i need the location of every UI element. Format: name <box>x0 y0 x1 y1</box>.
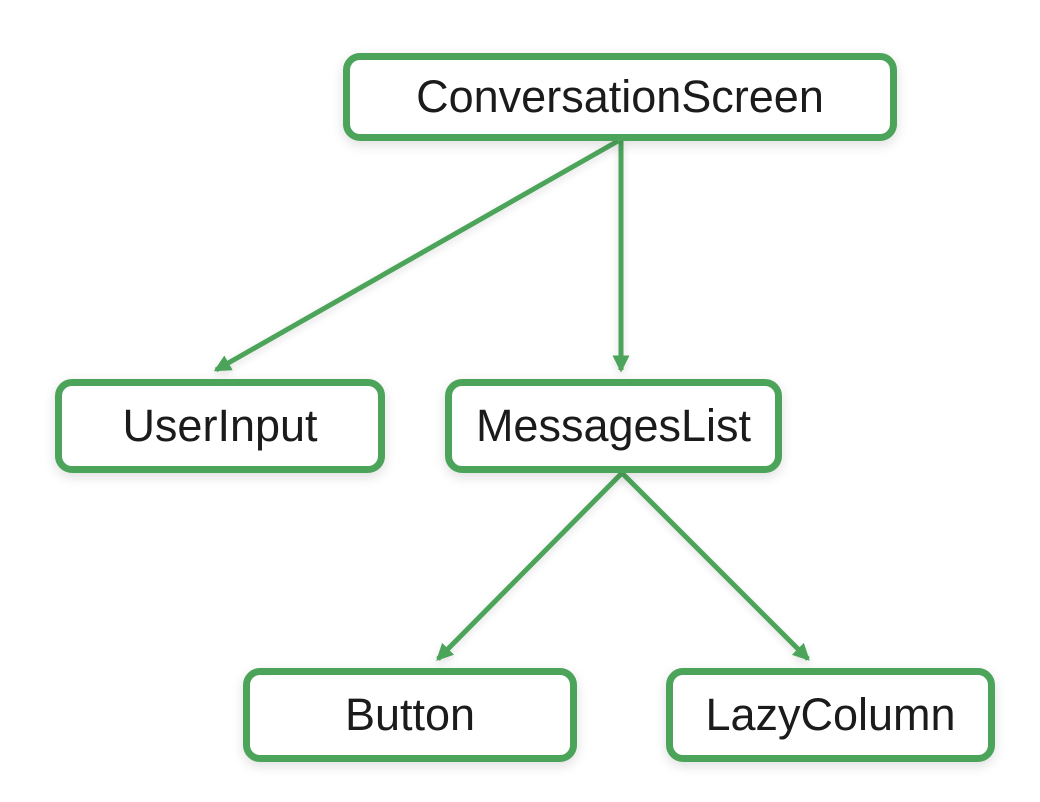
node-messages-list: MessagesList <box>445 379 782 473</box>
node-user-input-label: UserInput <box>122 400 318 451</box>
node-conversation-screen-label: ConversationScreen <box>416 71 824 122</box>
node-button: Button <box>243 668 577 762</box>
node-conversation-screen: ConversationScreen <box>343 53 897 141</box>
edge-conversationscreen-userinput <box>213 138 620 373</box>
node-lazy-column-label: LazyColumn <box>705 689 956 740</box>
node-button-label: Button <box>344 689 476 740</box>
edge-messageslist-lazycolumn <box>620 471 810 661</box>
node-messages-list-label: MessagesList <box>475 400 752 451</box>
edge-messageslist-button <box>436 471 624 661</box>
node-user-input: UserInput <box>55 379 385 473</box>
node-lazy-column: LazyColumn <box>666 668 995 762</box>
